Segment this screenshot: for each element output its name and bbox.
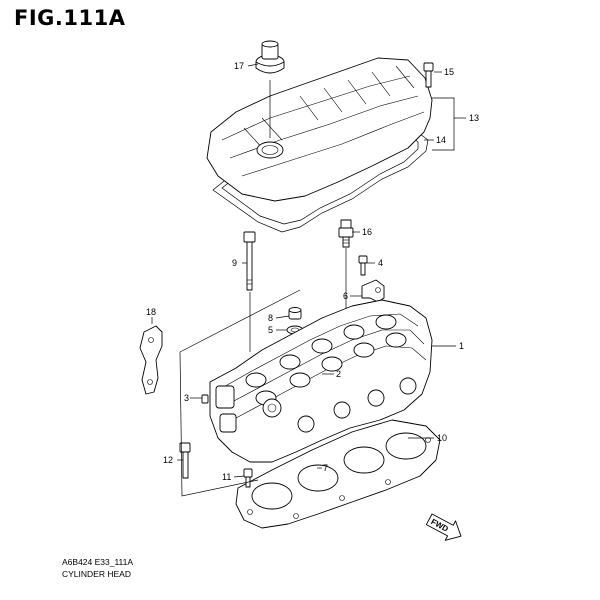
spark-plug bbox=[338, 219, 354, 248]
valve-cover-bolt bbox=[423, 62, 434, 88]
callout-9: 9 bbox=[232, 258, 237, 268]
callout-4: 4 bbox=[378, 258, 383, 268]
valve-cover-body bbox=[206, 57, 433, 202]
figure-code: A6B424 E33_111A bbox=[62, 557, 134, 567]
callout-15: 15 bbox=[444, 67, 454, 77]
head-bolt-lower bbox=[179, 442, 191, 479]
figure-title: FIG.111A bbox=[14, 6, 126, 30]
cylinder-head-bolt bbox=[243, 231, 256, 291]
callout-11: 11 bbox=[222, 472, 231, 482]
callout-13: 13 bbox=[469, 113, 479, 123]
valve-cover-assembly bbox=[206, 57, 433, 233]
forward-direction-arrow: FWD bbox=[425, 513, 462, 541]
head-gasket bbox=[235, 419, 441, 529]
cylinder-head bbox=[209, 299, 433, 463]
blind-plug bbox=[288, 307, 302, 320]
figure-caption: CYLINDER HEAD bbox=[62, 569, 131, 579]
callout-17: 17 bbox=[234, 61, 244, 71]
valve-cover-top-ribs bbox=[243, 65, 415, 151]
callout-2: 2 bbox=[336, 369, 341, 379]
camshaft-journals bbox=[245, 314, 407, 406]
callout-5: 5 bbox=[268, 325, 273, 335]
callout-14: 14 bbox=[436, 135, 446, 145]
engine-hanger-bracket bbox=[361, 279, 385, 303]
callout-numbers: 1 2 3 4 5 6 7 8 9 10 11 12 13 14 15 16 1… bbox=[146, 61, 479, 482]
side-bracket bbox=[139, 325, 163, 395]
callout-7: 7 bbox=[323, 463, 328, 473]
callout-3: 3 bbox=[184, 393, 189, 403]
callout-1: 1 bbox=[459, 341, 464, 351]
callout-12: 12 bbox=[163, 455, 173, 465]
callout-18: 18 bbox=[146, 307, 156, 317]
callout-10: 10 bbox=[437, 433, 447, 443]
sealing-washer bbox=[201, 394, 209, 404]
callout-leaders bbox=[151, 63, 466, 497]
callout-16: 16 bbox=[362, 227, 372, 237]
bracket-bolt bbox=[358, 255, 368, 276]
oil-filler-cap bbox=[255, 40, 285, 74]
oil-filler-opening bbox=[256, 141, 284, 159]
callout-8: 8 bbox=[268, 313, 273, 323]
callout-6: 6 bbox=[343, 291, 348, 301]
